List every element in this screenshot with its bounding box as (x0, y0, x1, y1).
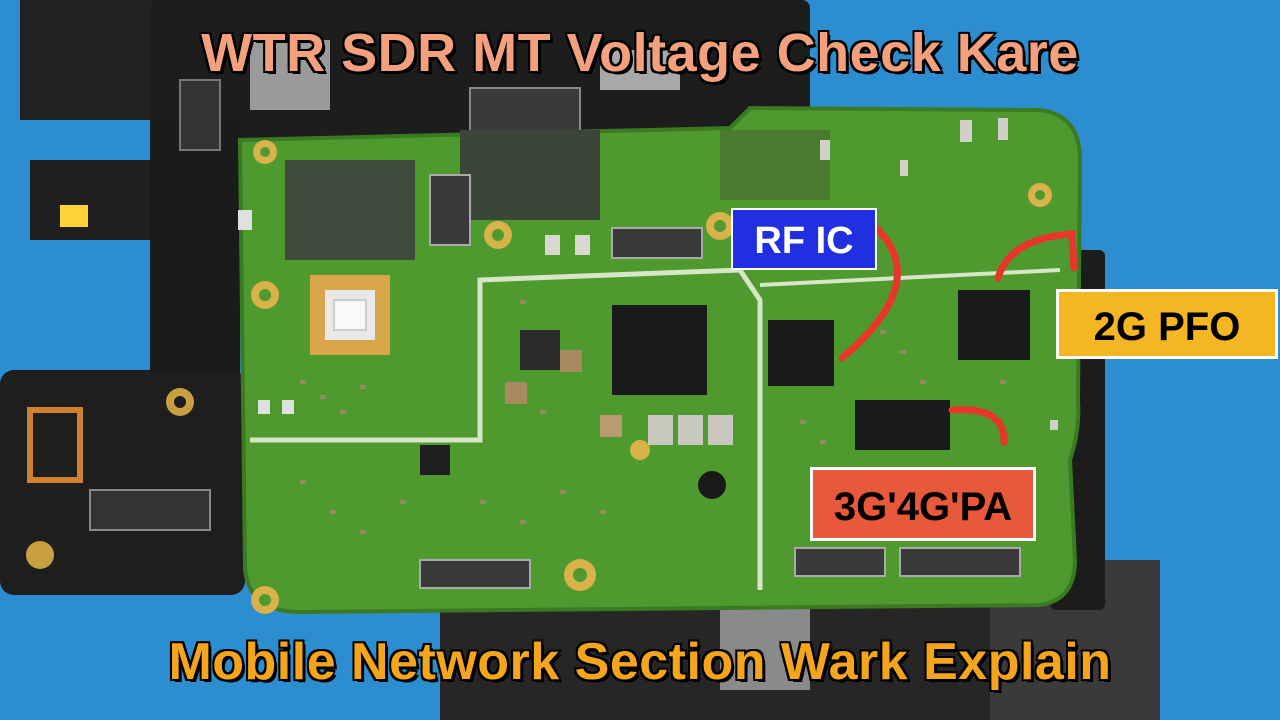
headline-top: WTR SDR MT Voltage Check Kare (200, 22, 1080, 85)
red-marker-lines (838, 220, 1078, 446)
rf-ic-marker (838, 220, 901, 362)
pfo-marker (994, 230, 1078, 282)
pa-chip (855, 400, 950, 450)
pa-marker (948, 406, 1008, 446)
rf-ic-label: RF IC (731, 208, 877, 270)
pfo-2g-label: 2G PFO (1056, 289, 1278, 359)
cpu-chip (612, 305, 707, 395)
pfo-chip (958, 290, 1030, 360)
rf-chip (768, 320, 834, 386)
headline-bottom: Mobile Network Section Wark Explain (167, 632, 1113, 693)
pa-3g4g-label: 3G'4G'PA (810, 467, 1036, 541)
